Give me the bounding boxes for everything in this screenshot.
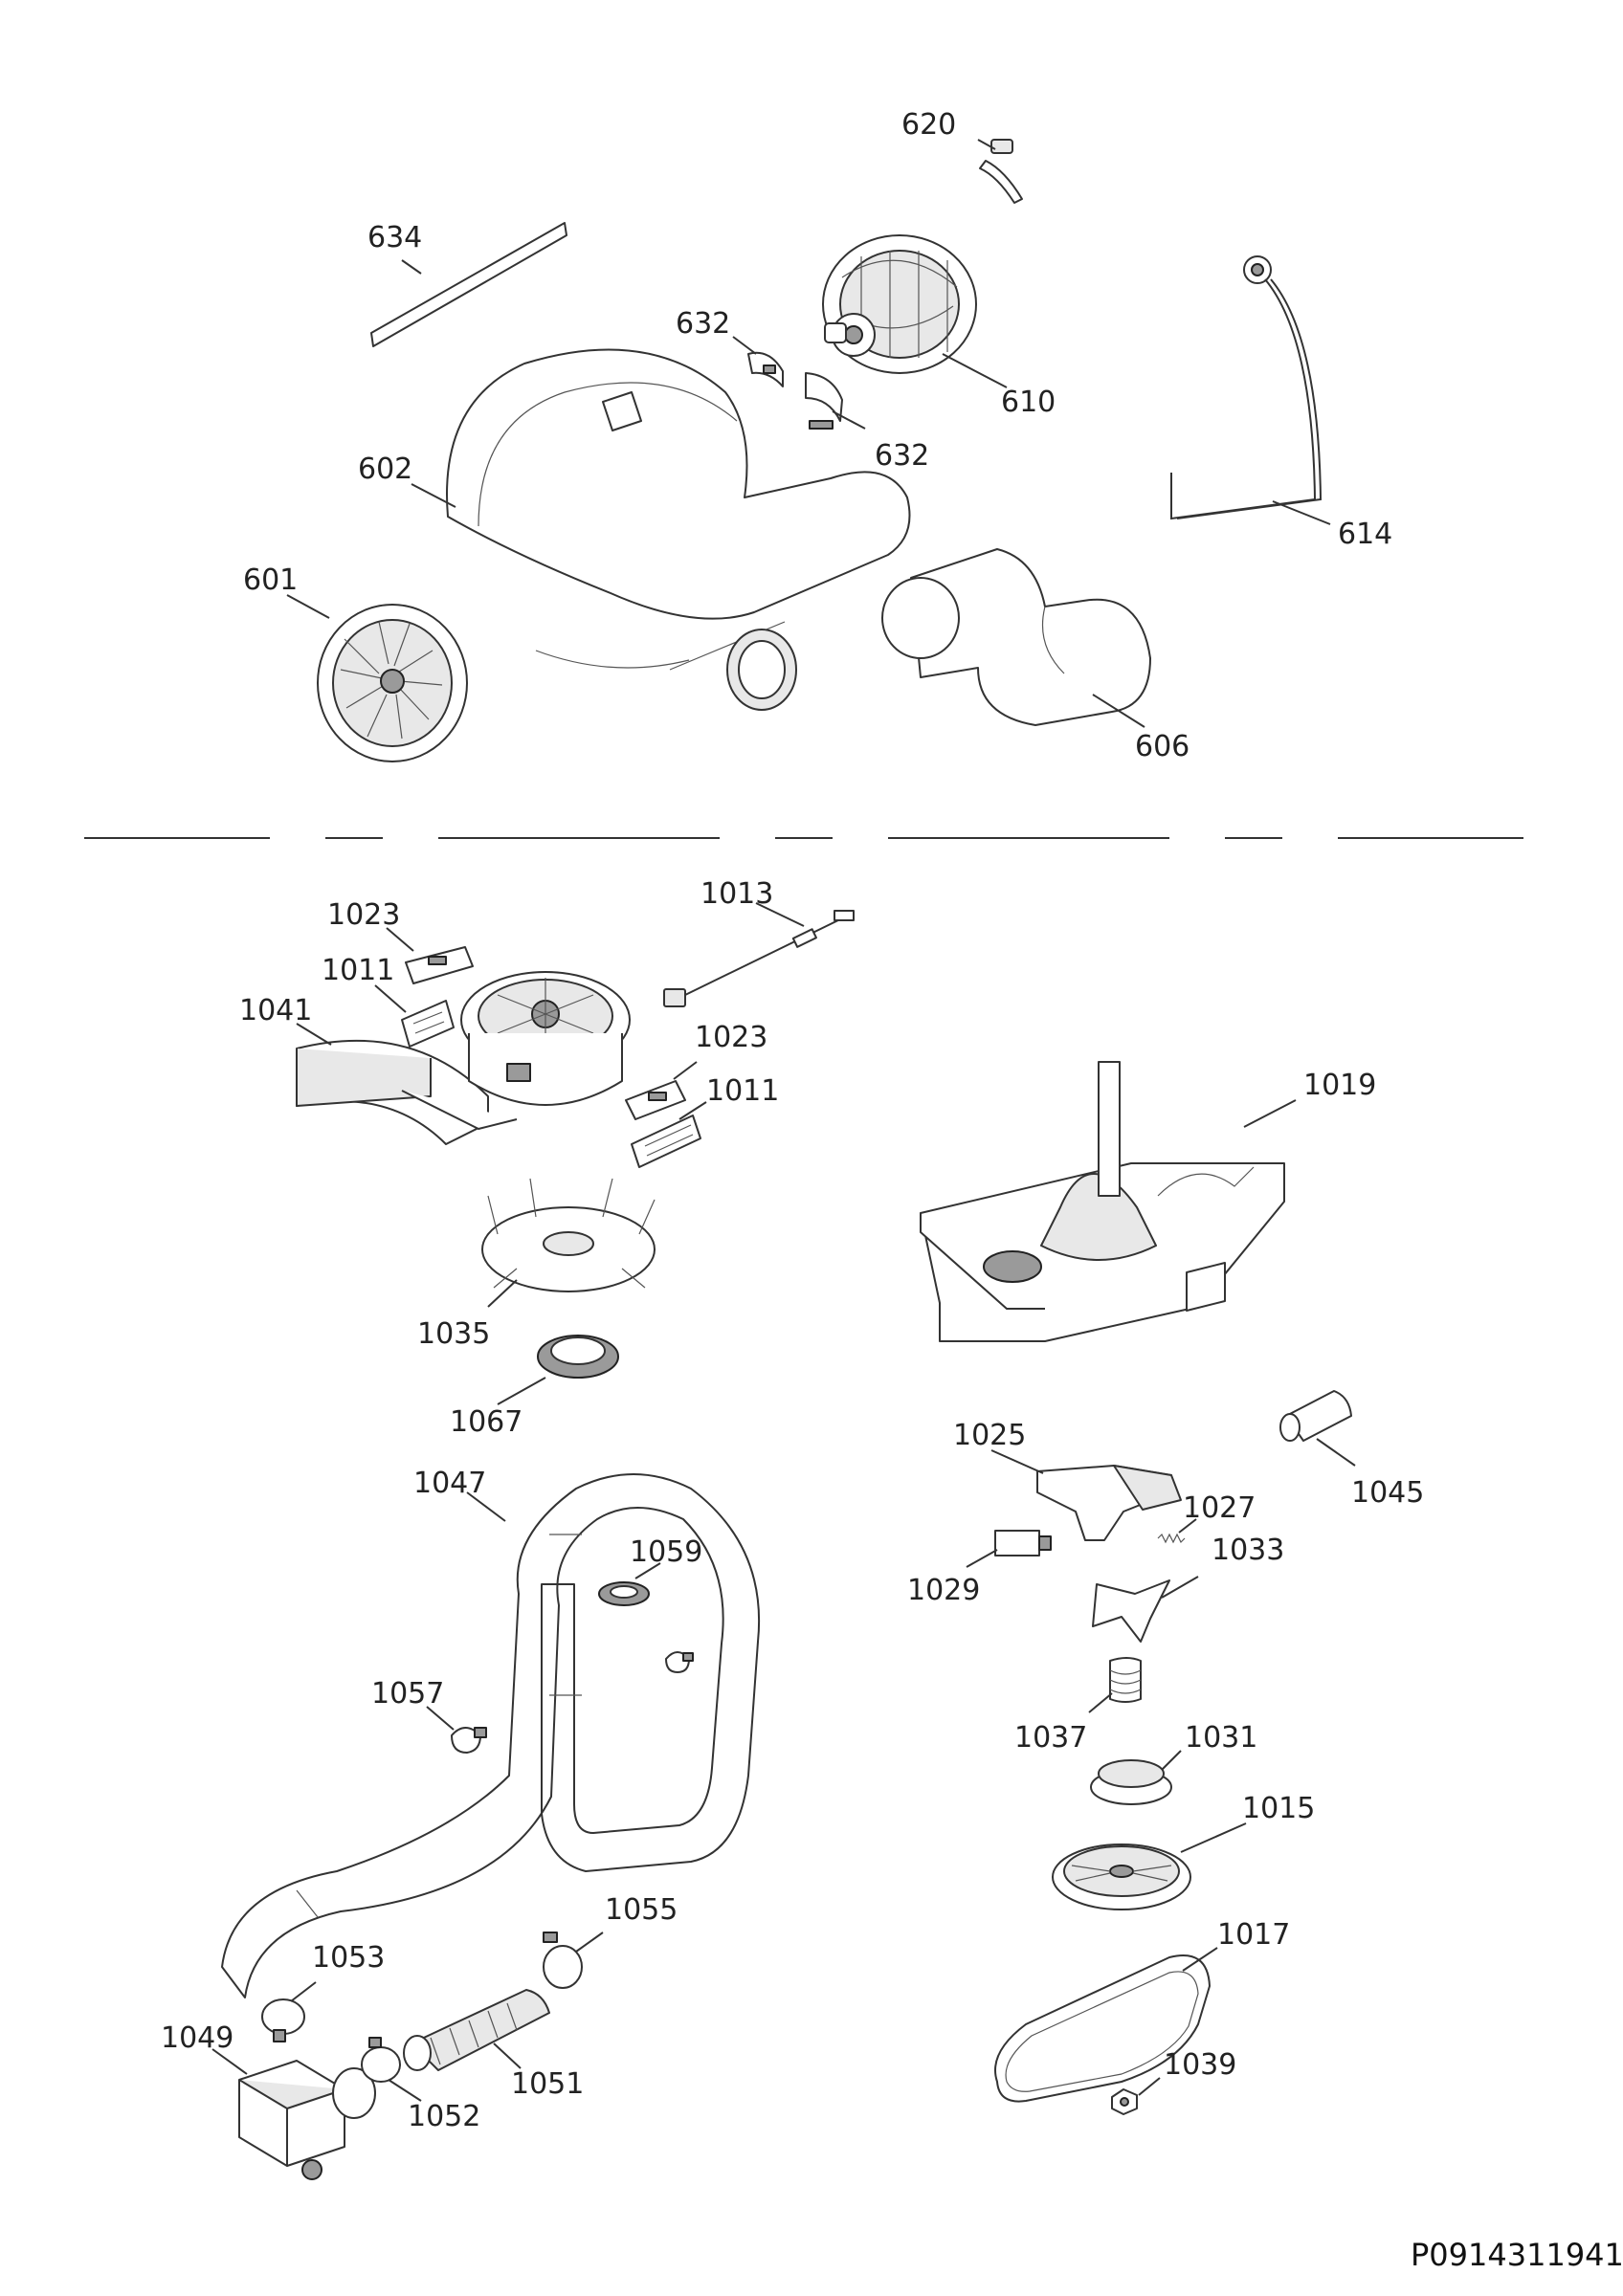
callout-1011-upper: 1011 <box>322 954 394 987</box>
part-602-housing <box>411 348 911 711</box>
callout-1041: 1041 <box>239 994 312 1027</box>
part-1019-transmission-plate <box>920 1061 1297 1342</box>
part-610-motor <box>822 234 1008 388</box>
part-601-fan-wheel <box>286 594 468 762</box>
callout-1055: 1055 <box>605 1893 678 1927</box>
part-1041-counterweight <box>296 1023 518 1145</box>
callout-620: 620 <box>901 108 956 142</box>
part-1011-block-upper <box>374 984 455 1048</box>
part-1013-sensor-cable <box>663 902 855 1007</box>
callout-1027: 1027 <box>1183 1491 1256 1525</box>
callout-1013: 1013 <box>700 877 773 911</box>
part-634-strip <box>370 222 567 347</box>
callout-1037: 1037 <box>1014 1721 1087 1755</box>
part-1057-clamp <box>426 1706 487 1754</box>
callout-1015: 1015 <box>1242 1792 1315 1825</box>
part-1029-box <box>966 1530 1052 1568</box>
callout-1039: 1039 <box>1164 2048 1236 2082</box>
callout-1052: 1052 <box>408 2100 480 2133</box>
callout-606: 606 <box>1135 730 1189 763</box>
callout-1067: 1067 <box>450 1405 522 1439</box>
part-clamp-small <box>665 1651 694 1673</box>
callout-1011-lower: 1011 <box>706 1074 779 1108</box>
callout-1045: 1045 <box>1351 1476 1424 1510</box>
callout-1049: 1049 <box>161 2021 233 2055</box>
part-1055-clamp <box>543 1932 604 1989</box>
part-1035-pulley <box>481 1178 656 1308</box>
part-1031-gear-clutch <box>1090 1750 1182 1805</box>
part-1017-belt <box>994 1947 1218 2103</box>
callout-1051: 1051 <box>511 2067 584 2101</box>
callout-1023-lower: 1023 <box>695 1021 767 1054</box>
callout-1023-upper: 1023 <box>327 898 400 932</box>
reference-code: P09143119410 <box>1411 2237 1623 2273</box>
callout-1053: 1053 <box>312 1941 385 1975</box>
callout-601: 601 <box>243 563 298 597</box>
callout-1059: 1059 <box>630 1535 702 1569</box>
part-1011-block-lower <box>631 1101 707 1168</box>
part-1051-bellows <box>403 1989 550 2071</box>
part-1025-shift-actuator <box>990 1449 1182 1541</box>
callout-1047: 1047 <box>413 1467 486 1500</box>
callout-634: 634 <box>367 221 422 254</box>
part-1037-spring <box>1088 1657 1142 1713</box>
part-632-bracket-upper <box>732 336 784 387</box>
part-614-rod <box>1170 255 1331 525</box>
part-1047-hose <box>221 1473 761 1998</box>
callout-1033: 1033 <box>1212 1534 1284 1567</box>
part-1059-clip <box>598 1562 661 1606</box>
part-1033-shift-fork <box>1092 1576 1199 1643</box>
callout-632-upper: 632 <box>676 307 730 341</box>
part-drive-motor <box>460 971 631 1106</box>
callout-602: 602 <box>358 453 412 486</box>
callout-1057: 1057 <box>371 1677 444 1711</box>
callout-632-lower: 632 <box>875 439 929 473</box>
part-1015-pulley <box>1052 1822 1247 1910</box>
callout-1029: 1029 <box>907 1574 980 1607</box>
part-632-bracket-lower <box>805 372 866 430</box>
callout-1019: 1019 <box>1303 1069 1376 1102</box>
part-1049-pump <box>211 2048 376 2180</box>
callout-1025: 1025 <box>953 1419 1026 1452</box>
callout-610: 610 <box>1001 386 1056 419</box>
callout-1031: 1031 <box>1185 1721 1257 1755</box>
part-1023-pad-lower <box>625 1061 698 1120</box>
part-1039-nut <box>1111 2077 1161 2115</box>
callout-1035: 1035 <box>417 1317 490 1351</box>
part-1023-pad-upper <box>386 927 474 984</box>
part-620-clip <box>977 139 1023 204</box>
part-1027-spring <box>1157 1518 1197 1544</box>
part-1067-seal <box>497 1335 619 1405</box>
callout-1017: 1017 <box>1217 1918 1290 1952</box>
part-1053-clamp <box>261 1981 317 2042</box>
callout-614: 614 <box>1338 518 1392 551</box>
part-606-duct <box>881 548 1151 728</box>
part-1052-clamp <box>361 2037 422 2102</box>
part-1045-sleeve <box>1279 1390 1356 1467</box>
